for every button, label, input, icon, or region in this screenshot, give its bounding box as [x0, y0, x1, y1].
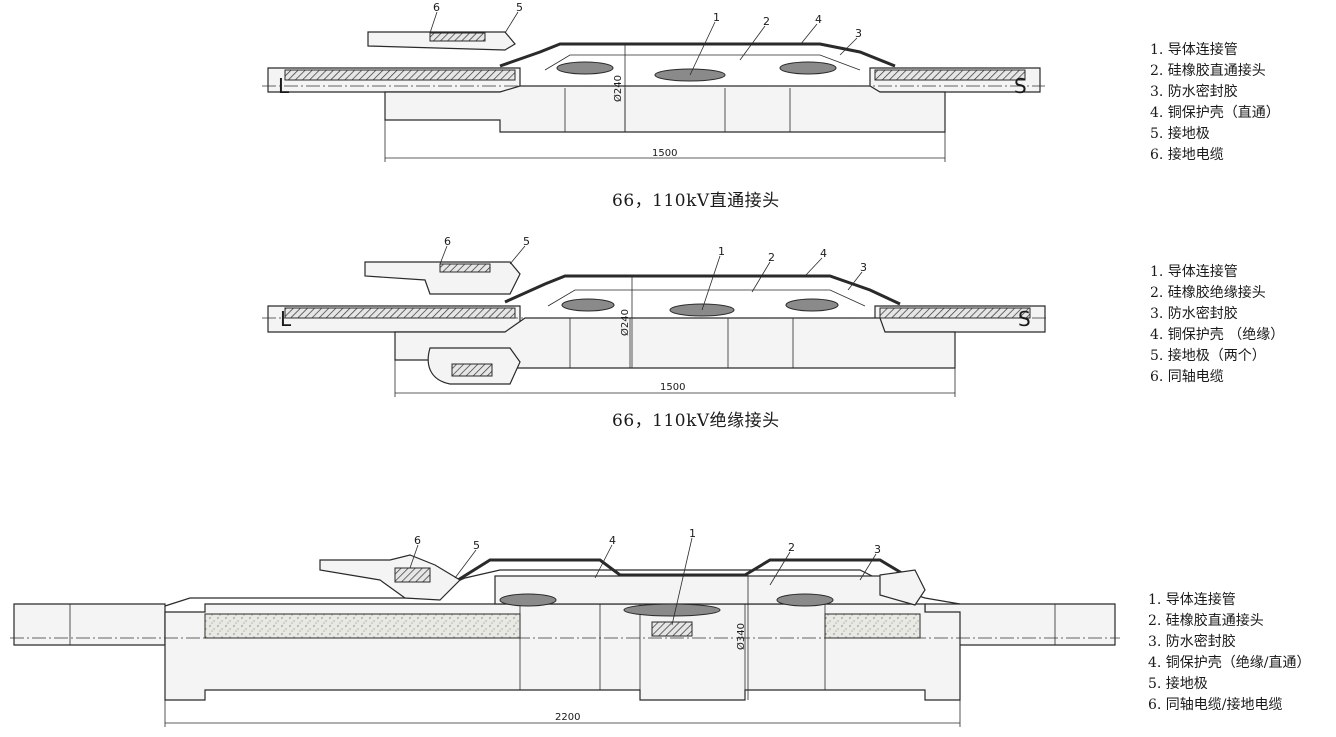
legend-item: 6. 同轴电缆 [1150, 369, 1224, 385]
legend-item: 2. 硅橡胶绝缘接头 [1150, 285, 1266, 301]
insulated-joint-drawing: 6 5 1 2 4 3 1500 Ø240 L S [262, 235, 1048, 397]
callout-6: 6 [433, 1, 440, 14]
callout-1: 1 [689, 527, 696, 540]
callout-1: 1 [718, 245, 725, 258]
callout-4: 4 [820, 247, 827, 260]
callout-5: 5 [473, 539, 480, 552]
callout-2: 2 [768, 251, 775, 264]
straight-joint-drawing: 6 5 1 2 4 3 1500 Ø240 L S [262, 1, 1045, 162]
insulated-joint-caption: 66，110kV绝缘接头 [612, 411, 780, 431]
end-label-s: S [1018, 307, 1031, 331]
legend-item: 3. 防水密封胶 [1148, 634, 1236, 650]
legend-item: 1. 导体连接管 [1150, 42, 1238, 58]
legend-item: 4. 铜保护壳（直通） [1150, 105, 1280, 121]
legend-item: 5. 接地极（两个） [1150, 348, 1266, 364]
callout-5: 5 [523, 235, 530, 248]
legend-item: 1. 导体连接管 [1148, 592, 1236, 608]
legend-item: 5. 接地极 [1148, 676, 1208, 692]
diameter-dimension: Ø340 [735, 623, 747, 650]
end-label-l: L [280, 307, 292, 331]
legend-item: 6. 接地电缆 [1150, 147, 1224, 163]
callout-2: 2 [763, 15, 770, 28]
legend-item: 3. 防水密封胶 [1150, 306, 1238, 322]
callout-4: 4 [609, 534, 616, 547]
legend-item: 4. 铜保护壳（绝缘/直通） [1148, 655, 1311, 671]
large-joint-drawing: 6 5 4 1 2 3 2200 Ø340 [10, 527, 1120, 727]
length-dimension: 2200 [555, 712, 580, 723]
callout-6: 6 [444, 235, 451, 248]
legend-large-joint: 1. 导体连接管 2. 硅橡胶直通接头 3. 防水密封胶 4. 铜保护壳（绝缘/… [1148, 590, 1311, 716]
callout-3: 3 [860, 261, 867, 274]
legend-item: 5. 接地极 [1150, 126, 1210, 142]
length-dimension: 1500 [660, 382, 685, 393]
end-label-l: L [278, 74, 290, 98]
legend-straight-joint: 1. 导体连接管 2. 硅橡胶直通接头 3. 防水密封胶 4. 铜保护壳（直通）… [1150, 40, 1280, 166]
diameter-dimension: Ø240 [619, 309, 631, 336]
callout-1: 1 [713, 11, 720, 24]
legend-item: 2. 硅橡胶直通接头 [1150, 63, 1266, 79]
length-dimension: 1500 [652, 148, 677, 159]
callout-6: 6 [414, 534, 421, 547]
callout-3: 3 [855, 27, 862, 40]
callout-4: 4 [815, 13, 822, 26]
legend-item: 1. 导体连接管 [1150, 264, 1238, 280]
straight-joint-caption: 66，110kV直通接头 [612, 191, 780, 211]
legend-insulated-joint: 1. 导体连接管 2. 硅橡胶绝缘接头 3. 防水密封胶 4. 铜保护壳 （绝缘… [1150, 262, 1284, 388]
legend-item: 4. 铜保护壳 （绝缘） [1150, 327, 1285, 343]
callout-5: 5 [516, 1, 523, 14]
callout-2: 2 [788, 541, 795, 554]
legend-item: 2. 硅橡胶直通接头 [1148, 613, 1264, 629]
end-label-s: S [1014, 74, 1027, 98]
callout-3: 3 [874, 543, 881, 556]
diameter-dimension: Ø240 [612, 75, 624, 102]
legend-item: 6. 同轴电缆/接地电缆 [1148, 697, 1283, 713]
legend-item: 3. 防水密封胶 [1150, 84, 1238, 100]
